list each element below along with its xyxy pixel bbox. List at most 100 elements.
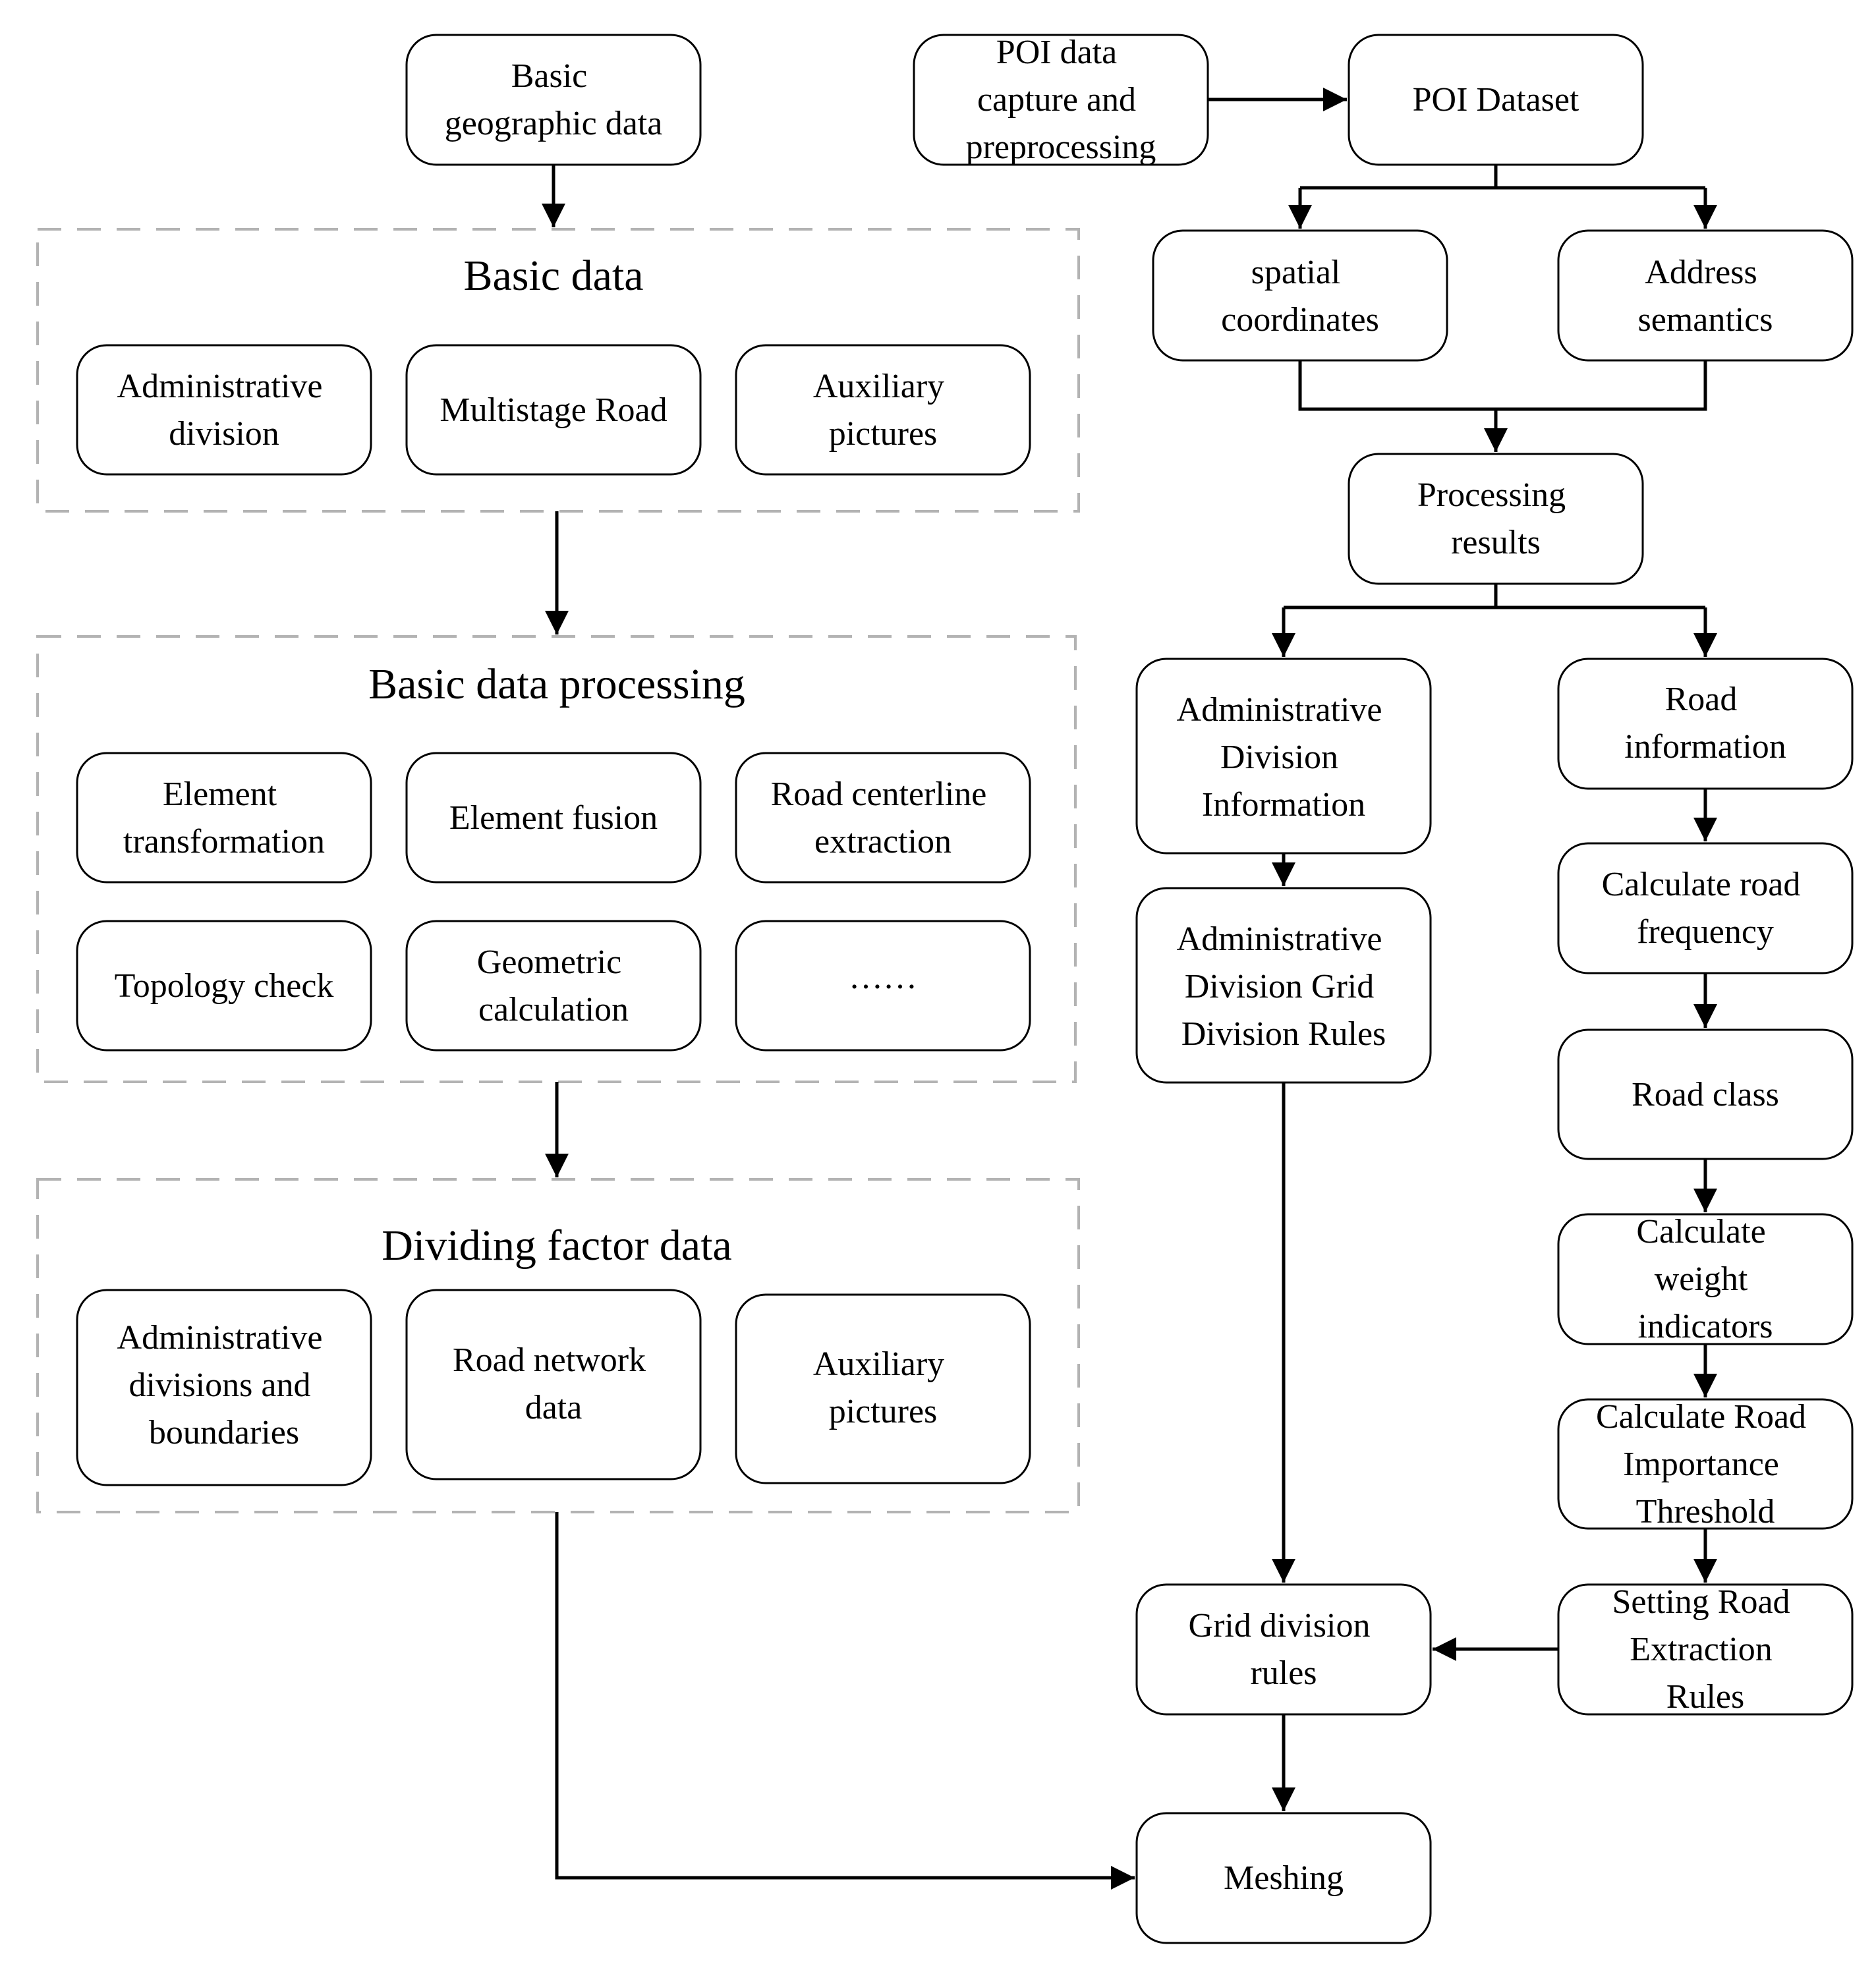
connector-merge: [1298, 360, 1707, 411]
svg-text:POI data capture and: POI data capture and preprocessing: [966, 34, 1156, 166]
box-line: preprocessing: [966, 128, 1156, 166]
box-admin-division-information: Administrative Division Information: [1135, 658, 1432, 855]
box-line: semantics: [1637, 301, 1773, 339]
box-road-centerline-extraction: Road centerline extraction: [735, 752, 1031, 884]
svg-text:Calculate road frequency: Calculate road frequency: [1602, 866, 1809, 951]
svg-text:Administrative division: Administrative division: [117, 368, 331, 453]
box-element-transformation: Element transformation: [76, 752, 372, 884]
box-geometric-calculation: Geometric calculation: [405, 920, 702, 1052]
box-line: coordinates: [1221, 301, 1379, 339]
box-line: pictures: [829, 415, 938, 453]
box-basic-geographic-data: Basic geographic data: [405, 34, 702, 166]
box-topology-check: Topology check: [76, 920, 372, 1052]
svg-text:Meshing: Meshing: [1224, 1859, 1344, 1897]
svg-text:……: ……: [849, 959, 917, 996]
box-line: Information: [1202, 786, 1365, 824]
svg-text:Setting Road Extraction: Setting Road Extraction Rules: [1612, 1583, 1798, 1716]
box-line: Administrative: [117, 1319, 323, 1357]
box-line: frequency: [1637, 913, 1774, 951]
svg-text:Processing results: Processing results: [1417, 476, 1574, 561]
box-administrative-division: Administrative division: [76, 344, 372, 476]
arrow-dividing-to-meshing: [555, 1512, 1135, 1890]
svg-text:spatial coordinates: spatial coordinates: [1221, 254, 1379, 339]
svg-text:Address semantics: Address semantics: [1637, 254, 1773, 339]
svg-text:Administrative Division: Administrative Division Grid Division Ru…: [1177, 920, 1391, 1053]
box-line: Calculate road: [1602, 866, 1801, 903]
box-line: capture and: [977, 81, 1136, 119]
box-line: Element fusion: [449, 799, 658, 837]
box-calculate-road-importance-threshold: Calculate Road Importance Threshold: [1557, 1398, 1854, 1531]
box-line: Setting Road: [1612, 1583, 1790, 1621]
box-line: Rules: [1666, 1678, 1744, 1716]
box-poi-capture: POI data capture and preprocessing: [913, 34, 1209, 166]
svg-text:Basic geographic data: Basic geographic data: [445, 57, 663, 142]
box-spatial-coordinates: spatial coordinates: [1152, 229, 1448, 362]
box-line: Threshold: [1636, 1493, 1775, 1531]
box-line: Division Grid: [1185, 968, 1374, 1005]
svg-text:Road network data: Road network data: [453, 1341, 654, 1426]
connectors: [542, 88, 1717, 1890]
box-line: POI Dataset: [1413, 81, 1579, 119]
box-processing-results: Processing results: [1348, 453, 1644, 585]
group-basic-data: Basic data: [36, 228, 1080, 513]
box-auxiliary-pictures-2: Auxiliary pictures: [735, 1293, 1031, 1484]
box-line: boundaries: [149, 1414, 299, 1451]
svg-text:Auxiliary pictures: Auxiliary pictures: [813, 368, 953, 453]
svg-text:Grid division rules: Grid division rules: [1189, 1607, 1379, 1692]
svg-text:Element fusion: Element fusion: [449, 799, 658, 837]
box-line: Road: [1665, 681, 1738, 718]
box-admin-grid-rules: Administrative Division Grid Division Ru…: [1135, 887, 1432, 1084]
connector-results-split: [1284, 584, 1705, 609]
box-line: Road centerline: [771, 775, 987, 813]
group-dividing-factor-data: Dividing factor data: [36, 1178, 1080, 1513]
box-line: calculation: [478, 991, 629, 1028]
box-line: Auxiliary: [813, 1345, 944, 1383]
group-basic-data-processing-title: Basic data processing: [368, 660, 745, 708]
box-line: Administrative: [117, 368, 323, 405]
box-line: weight: [1655, 1260, 1748, 1298]
svg-text:Calculate weight i: Calculate weight indicators: [1636, 1213, 1774, 1345]
box-line: spatial: [1251, 254, 1341, 291]
box-calculate-weight-indicators: Calculate weight indicators: [1557, 1213, 1854, 1345]
box-line: Multistage Road: [440, 391, 667, 429]
svg-text:Element transformation: Element transformation: [123, 775, 325, 860]
box-line: POI data: [996, 34, 1117, 71]
svg-text:Administrative divisions: Administrative divisions and boundaries: [117, 1319, 331, 1451]
box-line: Grid division: [1189, 1607, 1371, 1645]
box-road-class: Road class: [1557, 1028, 1854, 1160]
box-line: Auxiliary: [813, 368, 944, 405]
box-line: Administrative: [1177, 920, 1382, 958]
svg-text:Road centerline extracti: Road centerline extraction: [771, 775, 996, 860]
svg-text:POI Dataset: POI Dataset: [1413, 81, 1579, 119]
box-line: results: [1451, 524, 1541, 561]
box-calculate-road-frequency: Calculate road frequency: [1557, 842, 1854, 974]
svg-text:Calculate Road Importanc: Calculate Road Importance Threshold: [1596, 1398, 1815, 1531]
box-line: geographic data: [445, 105, 663, 142]
box-grid-division-rules: Grid division rules: [1135, 1583, 1432, 1716]
box-address-semantics: Address semantics: [1557, 229, 1854, 362]
box-meshing: Meshing: [1135, 1812, 1432, 1944]
box-line: extraction: [814, 823, 952, 860]
box-line: division: [169, 415, 279, 453]
box-element-fusion: Element fusion: [405, 752, 702, 884]
box-line: Basic: [511, 57, 588, 95]
box-multistage-road: Multistage Road: [405, 344, 702, 476]
box-line: Calculate Road: [1596, 1398, 1806, 1436]
svg-text:Auxiliary pictures: Auxiliary pictures: [813, 1345, 953, 1430]
box-line: Administrative: [1177, 691, 1382, 729]
group-basic-data-title: Basic data: [463, 252, 643, 300]
box-line: Extraction: [1630, 1631, 1773, 1668]
box-line: Road network: [453, 1341, 646, 1379]
box-line: information: [1624, 728, 1786, 766]
box-setting-road-extraction-rules: Setting Road Extraction Rules: [1557, 1583, 1854, 1716]
box-line: Division: [1220, 739, 1338, 776]
svg-text:Geometric calculation: Geometric calculation: [477, 943, 630, 1028]
svg-text:Road class: Road class: [1632, 1076, 1779, 1113]
box-administrative-divisions-boundaries: Administrative divisions and boundaries: [76, 1289, 372, 1486]
box-line: Division Rules: [1181, 1015, 1386, 1053]
box-line: pictures: [829, 1393, 938, 1430]
group-dividing-factor-data-title: Dividing factor data: [382, 1222, 731, 1270]
box-line: ……: [849, 959, 917, 996]
box-line: transformation: [123, 823, 325, 860]
